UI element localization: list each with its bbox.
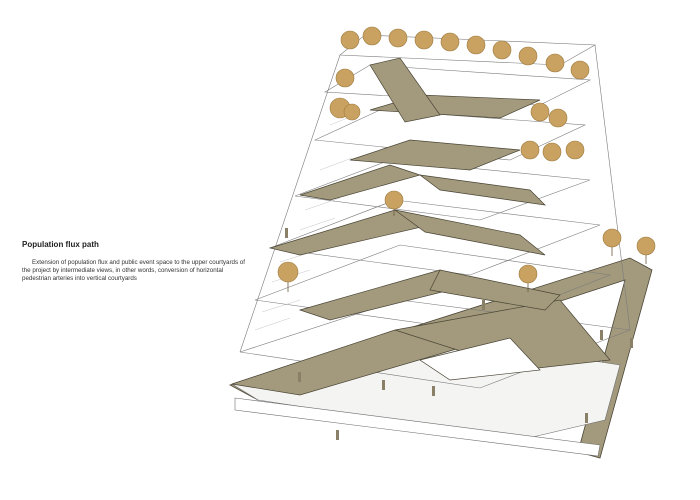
- person-icon: [336, 430, 339, 440]
- tree-icon: [384, 190, 404, 210]
- ramp-level-2b: [394, 209, 546, 256]
- person-icon: [285, 228, 288, 238]
- flux-ramps: [231, 57, 611, 396]
- tree-icon: [520, 140, 540, 160]
- tree-icon: [335, 68, 355, 88]
- person-icon: [630, 338, 633, 348]
- tree-icon: [636, 236, 656, 256]
- tree-icon: [492, 40, 512, 60]
- ramp-level-4: [349, 139, 521, 171]
- tree-icon: [545, 53, 565, 73]
- ramp-level-3: [299, 164, 422, 201]
- louvre-line: [254, 317, 291, 331]
- tree-icon: [277, 261, 299, 283]
- ramp-level-6: [369, 57, 441, 123]
- tree-icon: [542, 142, 562, 162]
- floor-plate-3: [269, 199, 601, 276]
- plaza-front-edge: [234, 397, 601, 457]
- tree-icon: [466, 35, 486, 55]
- tree-icon: [530, 102, 550, 122]
- person-icon: [432, 386, 435, 396]
- person-icon: [585, 413, 588, 423]
- tree-icon: [570, 60, 590, 80]
- people: [285, 228, 633, 440]
- person-icon: [482, 300, 485, 310]
- tree-icon: [362, 26, 382, 46]
- tree-icon: [440, 32, 460, 52]
- ramp-level-3b: [418, 174, 546, 206]
- tree-icon: [518, 46, 538, 66]
- tree-icon: [518, 264, 538, 284]
- louvre-line: [261, 299, 301, 313]
- person-icon: [298, 372, 301, 382]
- tree-icon: [414, 30, 434, 50]
- tree-icon: [548, 108, 568, 128]
- caption-body: Extension of population flux and public …: [22, 259, 245, 283]
- floor-plate-2: [254, 244, 612, 331]
- trees: [277, 26, 656, 284]
- caption-title: Population flux path: [22, 240, 99, 249]
- tree-trunks: [287, 209, 647, 292]
- person-icon: [382, 380, 385, 390]
- facade-edge-left: [239, 54, 341, 353]
- louvre-line: [299, 217, 336, 231]
- tree-icon: [565, 140, 585, 160]
- floor-plate-4: [294, 159, 591, 221]
- plaza-void: [419, 337, 541, 381]
- louvre-line: [304, 197, 341, 211]
- facade-louvres: [254, 112, 361, 331]
- tree-icon: [602, 228, 622, 248]
- facade-edge-right: [594, 44, 631, 331]
- person-icon: [600, 330, 603, 340]
- louvre-line: [319, 157, 353, 171]
- tree-icon: [343, 103, 361, 121]
- ramp-level-1b: [429, 269, 561, 311]
- tree-icon: [340, 30, 360, 50]
- tree-icon: [388, 28, 408, 48]
- caption-block: Population flux path Extension of popula…: [22, 240, 247, 284]
